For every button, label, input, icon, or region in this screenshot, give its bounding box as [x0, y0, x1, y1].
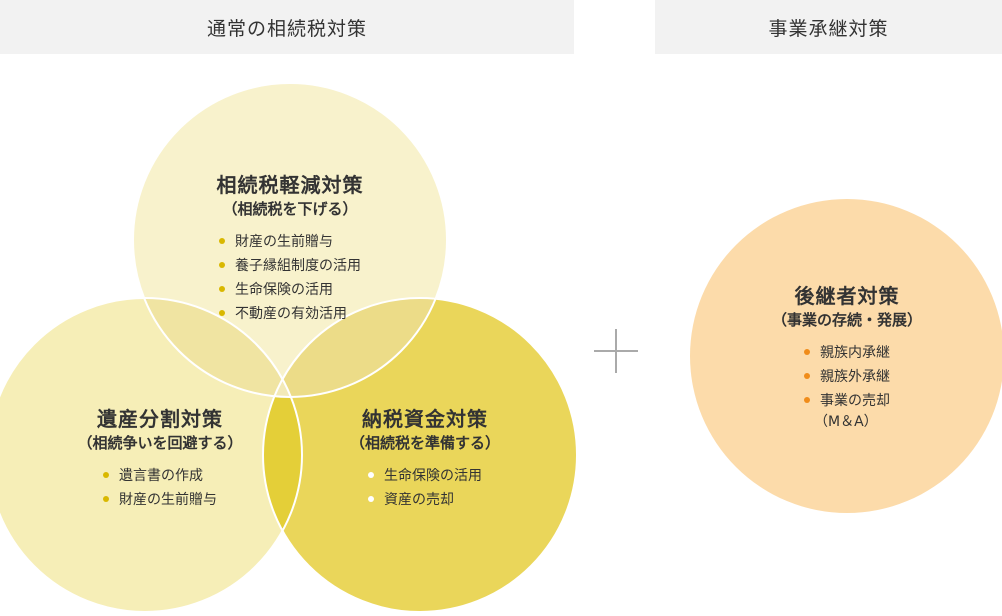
- list-item: 財産の生前贈与: [219, 230, 361, 254]
- list-item: 親族外承継: [804, 365, 890, 389]
- bullet-icon: [103, 496, 109, 502]
- list-item: 不動産の有効活用: [219, 302, 361, 326]
- list-item: 遺言書の作成: [103, 464, 217, 488]
- bullet-icon: [804, 397, 810, 403]
- right-circle-text: 納税資金対策 （相続税を準備する） 生命保険の活用 資産の売却: [305, 406, 545, 512]
- bullet-icon: [219, 262, 225, 268]
- list-item: 生命保険の活用: [368, 464, 482, 488]
- estate-division-title: 遺産分割対策: [97, 407, 223, 431]
- bullet-icon: [368, 472, 374, 478]
- tax-funds-list: 生命保険の活用 資産の売却: [368, 464, 482, 512]
- section-header-inheritance-tax: 通常の相続税対策: [0, 0, 574, 54]
- bullet-icon: [219, 310, 225, 316]
- overlap-top-right: [263, 298, 447, 397]
- ma-note: （M＆A）: [814, 414, 878, 430]
- list-item: 生命保険の活用: [219, 278, 361, 302]
- bullet-icon: [219, 238, 225, 244]
- bullet-icon: [804, 349, 810, 355]
- section-header-business-succession: 事業承継対策: [655, 0, 1002, 54]
- list-item: 養子縁組制度の活用: [219, 254, 361, 278]
- list-item: 財産の生前贈与: [103, 488, 217, 512]
- bullet-icon: [219, 286, 225, 292]
- bullet-icon: [368, 496, 374, 502]
- bullet-icon: [103, 472, 109, 478]
- tax-reduction-subtitle: （相続税を下げる）: [222, 200, 358, 218]
- successor-subtitle: （事業の存続・発展）: [771, 311, 922, 329]
- circle-successor: [690, 199, 1002, 513]
- top-circle-text: 相続税軽減対策 （相続税を下げる） 財産の生前贈与 養子縁組制度の活用 生命保険…: [170, 172, 410, 326]
- tax-reduction-list: 財産の生前贈与 養子縁組制度の活用 生命保険の活用 不動産の有効活用: [219, 230, 361, 326]
- tax-funds-title: 納税資金対策: [362, 407, 488, 431]
- tax-funds-subtitle: （相続税を準備する）: [349, 434, 500, 452]
- overlap-top-left: [133, 298, 302, 397]
- list-item: 事業の売却: [804, 389, 890, 413]
- bullet-icon: [804, 373, 810, 379]
- plus-icon-vertical: [615, 329, 617, 373]
- left-circle-text: 遺産分割対策 （相続争いを回避する） 遺言書の作成 財産の生前贈与: [40, 406, 280, 512]
- estate-division-subtitle: （相続争いを回避する）: [77, 434, 243, 452]
- list-item: 親族内承継: [804, 341, 890, 365]
- estate-division-list: 遺言書の作成 財産の生前贈与: [103, 464, 217, 512]
- tax-reduction-title: 相続税軽減対策: [216, 173, 364, 197]
- list-item: 資産の売却: [368, 488, 482, 512]
- successor-title: 後継者対策: [794, 284, 900, 308]
- successor-list: 親族内承継 親族外承継 事業の売却 （M＆A）: [804, 341, 890, 431]
- successor-circle-text: 後継者対策 （事業の存続・発展） 親族内承継 親族外承継 事業の売却 （M＆A）: [727, 283, 967, 431]
